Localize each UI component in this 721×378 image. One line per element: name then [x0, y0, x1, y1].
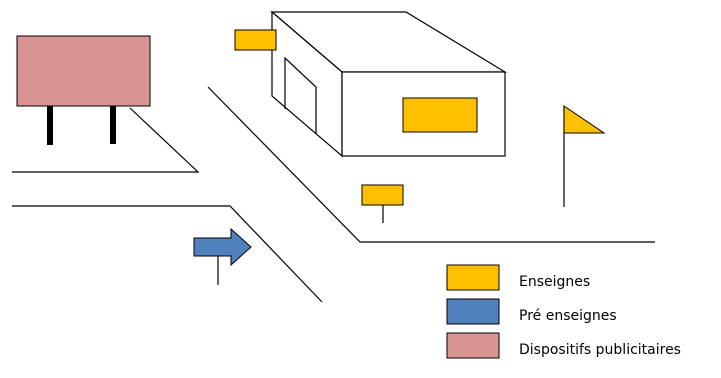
enseigne-post-panel: [361, 184, 404, 206]
pre-enseigne-arrow-sign: [193, 227, 252, 285]
legend-swatch-enseigne: [446, 264, 500, 291]
legend-label-dispositifs-publicitaires: Dispositifs publicitaires: [519, 342, 681, 358]
legend-swatch-pre-enseigne: [446, 298, 500, 325]
flag-pennant: [563, 105, 606, 134]
enseigne-post-sign: [361, 184, 404, 223]
enseigne-building-front: [402, 97, 478, 133]
legend-label-pre-enseignes: Pré enseignes: [519, 308, 617, 324]
billboard: [16, 35, 151, 145]
enseigne-flag: [563, 105, 606, 207]
billboard-leg-left: [47, 106, 53, 145]
legend-label-enseignes: Enseignes: [519, 274, 591, 290]
billboard-leg-right: [110, 106, 116, 144]
road-top-left-edge: [12, 107, 200, 173]
road-bottom-left-edge: [12, 205, 323, 303]
legend-swatch-publicitaire: [446, 332, 500, 359]
billboard-panel: [16, 35, 151, 107]
roads: [12, 86, 655, 303]
building-door: [284, 56, 317, 134]
enseigne-building-roof: [234, 29, 277, 51]
pre-enseigne-arrow: [193, 227, 252, 267]
building: [270, 10, 508, 158]
road-right-edge: [207, 86, 655, 243]
legend-swatches: [446, 264, 500, 359]
